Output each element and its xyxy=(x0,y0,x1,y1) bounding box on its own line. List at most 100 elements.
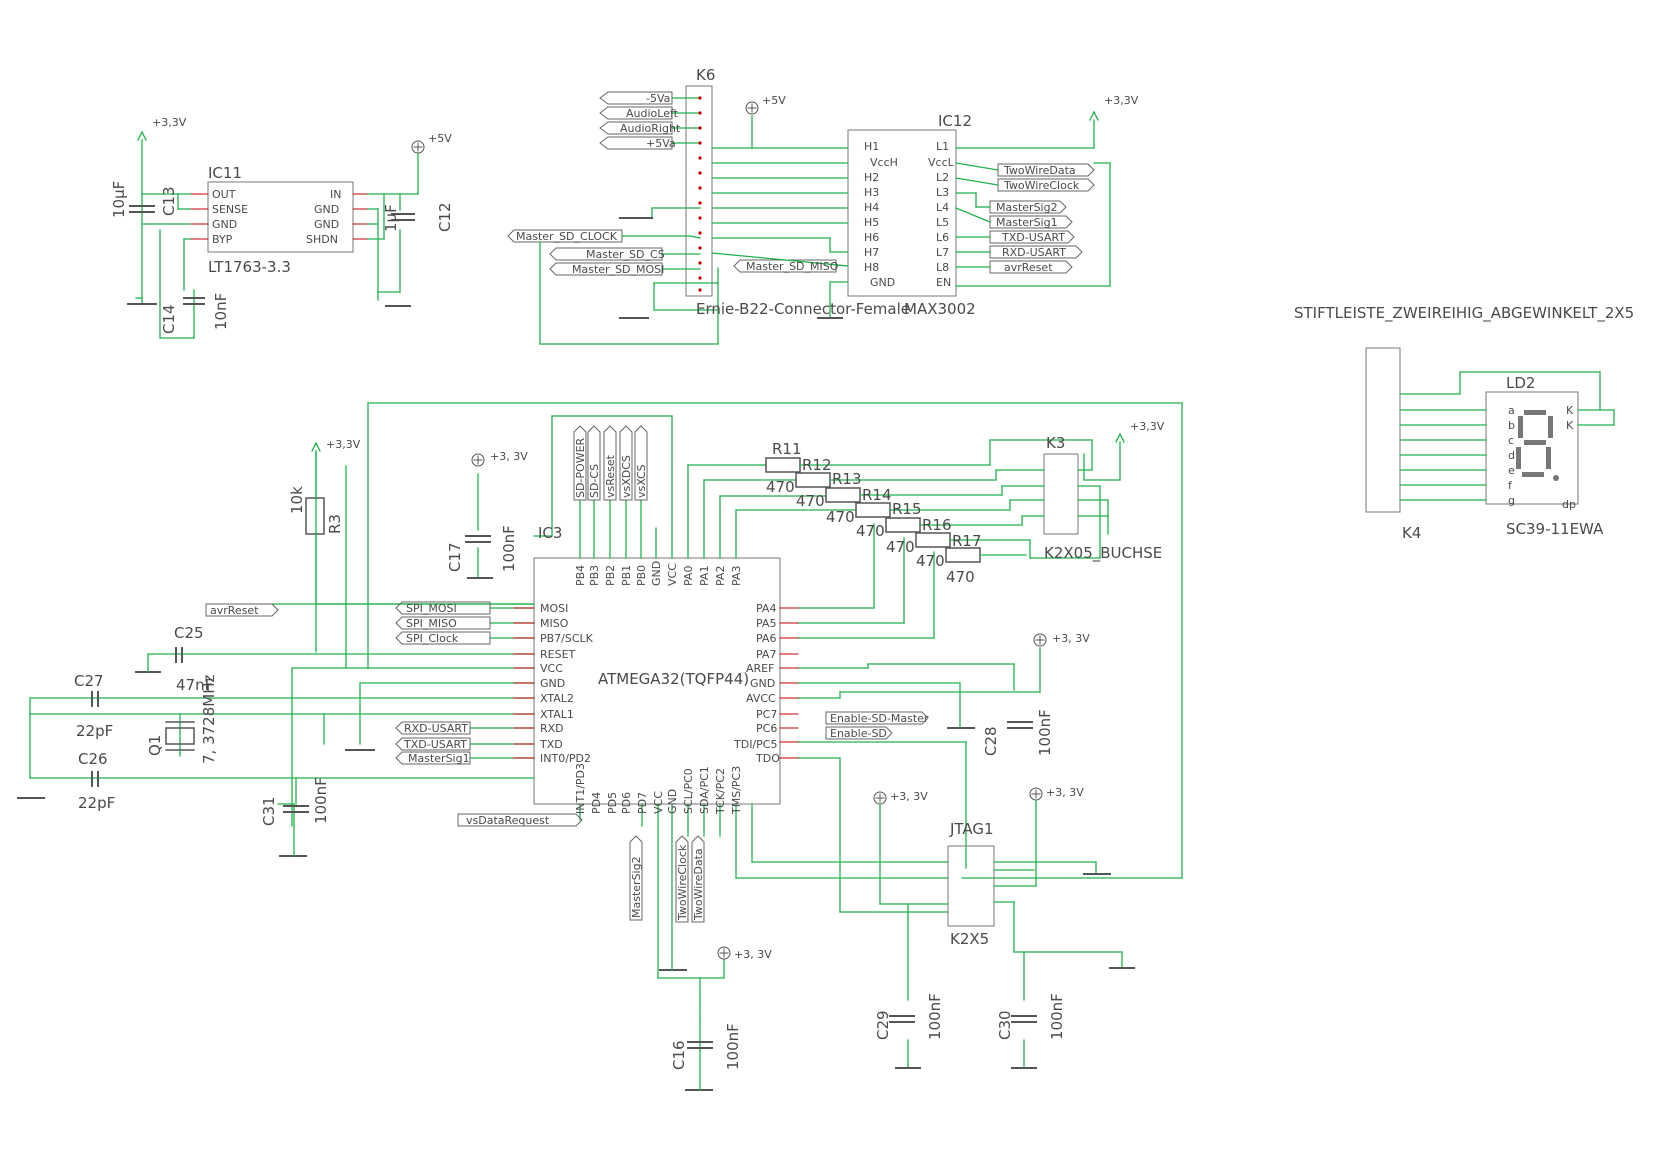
net-vsxcs: vsXCS xyxy=(635,464,648,498)
k6-name: K6 xyxy=(696,66,715,84)
c29-value: 100nF xyxy=(926,993,944,1040)
power-33-jtag-left: +3, 3V xyxy=(890,790,928,803)
ic3-section xyxy=(17,402,1183,1091)
ic11-pin-gnd2: GND xyxy=(314,203,339,216)
ic12-pin-h3: H3 xyxy=(864,186,879,199)
c13-name: C13 xyxy=(160,186,178,216)
svg-text:AREF: AREF xyxy=(746,662,774,675)
svg-text:PD4: PD4 xyxy=(590,792,603,814)
svg-text:PD7: PD7 xyxy=(636,792,649,814)
svg-text:VCC: VCC xyxy=(540,662,563,675)
r16-name: R16 xyxy=(922,516,952,534)
c25-value: 47nF xyxy=(176,676,213,694)
k6-value: Ernie-B22-Connector-Female xyxy=(696,300,910,318)
svg-text:SCL/PC0: SCL/PC0 xyxy=(682,768,695,814)
ic11-pin-shdn: SHDN xyxy=(306,233,338,246)
svg-text:PB2: PB2 xyxy=(604,565,617,586)
k3-value: K2X05_BUCHSE xyxy=(1044,544,1162,563)
ic3-top-pin-labels: PB4 PB3 PB2 PB1 PB0 GND VCC PA0 PA1 PA2 … xyxy=(574,561,743,586)
r12-name: R12 xyxy=(802,456,832,474)
ic11-pin-gnd: GND xyxy=(212,218,237,231)
svg-text:PD5: PD5 xyxy=(606,792,619,814)
ic3-right-pin-labels: PA4 PA5 PA6 PA7 AREF GND AVCC PC7 PC6 TD… xyxy=(733,602,780,765)
c28-name: C28 xyxy=(982,726,1000,756)
svg-text:PC6: PC6 xyxy=(756,722,777,735)
ic12-pin-l5: L5 xyxy=(936,216,949,229)
c31-name: C31 xyxy=(260,796,278,826)
c26-value: 22pF xyxy=(78,794,115,812)
ld2-pin-c: c xyxy=(1508,434,1514,447)
net-twowiredata-ic3: TwoWireData xyxy=(692,848,705,921)
ic12-pin-en: EN xyxy=(936,276,951,289)
svg-text:PA1: PA1 xyxy=(698,566,711,586)
jtag1-section xyxy=(879,799,1135,1069)
svg-text:PA3: PA3 xyxy=(730,566,743,586)
ic12-pin-h4: H4 xyxy=(864,201,879,214)
q1-name: Q1 xyxy=(146,735,164,756)
c12-value: 1µF xyxy=(382,204,400,232)
svg-text:RXD: RXD xyxy=(540,722,564,735)
r14-value: 470 xyxy=(856,522,885,540)
ic3-value: ATMEGA32(TQFP44) xyxy=(598,670,749,688)
ic12-name: IC12 xyxy=(938,112,972,130)
jtag1-body xyxy=(947,845,995,927)
ld2-pin-d: d xyxy=(1508,449,1515,462)
k4-name: K4 xyxy=(1402,524,1421,542)
c27-name: C27 xyxy=(74,672,104,690)
k6-body xyxy=(685,85,713,297)
c16-value: 100nF xyxy=(724,1023,742,1070)
resistor-ladder xyxy=(765,433,1125,563)
svg-text:TDO: TDO xyxy=(755,752,780,765)
svg-text:PA4: PA4 xyxy=(756,602,776,615)
net-master-sd-clock: Master_SD_CLOCK xyxy=(516,230,618,243)
net-enable-sd-master: Enable-SD-Master xyxy=(830,712,929,725)
ic12-pin-l2: L2 xyxy=(936,171,949,184)
net-avrreset-ic3: avrReset xyxy=(210,604,259,617)
k6-signal-audioleft: AudioLeft xyxy=(626,107,679,120)
svg-text:TXD: TXD xyxy=(539,738,563,751)
c17-value: 100nF xyxy=(500,525,518,572)
net-sd-cs: SD-CS xyxy=(588,464,601,498)
svg-text:VCC: VCC xyxy=(666,563,679,586)
r17-value: 470 xyxy=(946,568,975,586)
net-enable-sd: Enable-SD xyxy=(830,727,887,740)
ld2-pin-k2: K xyxy=(1566,419,1574,432)
svg-text:PA0: PA0 xyxy=(682,566,695,586)
k3-body xyxy=(1043,453,1079,535)
ic3-name: IC3 xyxy=(538,524,562,542)
ic12-pin-l7: L7 xyxy=(936,246,949,259)
svg-text:PB3: PB3 xyxy=(588,565,601,586)
power-33-c17: +3, 3V xyxy=(490,450,528,463)
svg-text:GND: GND xyxy=(666,789,679,814)
r15-value: 470 xyxy=(886,538,915,556)
c14-name: C14 xyxy=(160,304,178,334)
c31-value: 100nF xyxy=(312,777,330,824)
ld2-pin-a: a xyxy=(1508,404,1515,417)
svg-text:PA5: PA5 xyxy=(756,617,776,630)
k4-body xyxy=(1365,347,1401,513)
svg-text:XTAL2: XTAL2 xyxy=(540,692,574,705)
ic12-pin-l3: L3 xyxy=(936,186,949,199)
net-avrreset: avrReset xyxy=(1004,261,1053,274)
svg-text:INT1/PD3: INT1/PD3 xyxy=(574,763,587,814)
ld2-pin-b: b xyxy=(1508,419,1515,432)
svg-text:PA6: PA6 xyxy=(756,632,776,645)
ic11-section xyxy=(127,131,425,339)
c12-name: C12 xyxy=(436,202,454,232)
k4-title: STIFTLEISTE_ZWEIREIHIG_ABGEWINKELT_2X5 xyxy=(1294,304,1634,323)
svg-text:AVCC: AVCC xyxy=(746,692,776,705)
power-5-k6: +5V xyxy=(762,94,786,107)
plus5v-symbol xyxy=(411,140,425,154)
ic3-body xyxy=(533,557,781,805)
net-rxd-usart: RXD-USART xyxy=(1002,246,1066,259)
svg-text:VCC: VCC xyxy=(652,791,665,814)
svg-text:PD6: PD6 xyxy=(620,792,633,814)
ic3-bottom-pin-labels: INT1/PD3 PD4 PD5 PD6 PD7 VCC GND SCL/PC0… xyxy=(574,763,743,815)
r14-name: R14 xyxy=(862,486,892,504)
ic3-left-pin-labels: MOSI MISO PB7/SCLK RESET VCC GND XTAL2 X… xyxy=(539,602,594,765)
ic12-pin-h2: H2 xyxy=(864,171,879,184)
c25-name: C25 xyxy=(174,624,204,642)
net-txd-usart: TXD-USART xyxy=(1001,231,1065,244)
ic12-pin-l4: L4 xyxy=(936,201,949,214)
power-33-ic12: +3,3V xyxy=(1104,94,1139,107)
